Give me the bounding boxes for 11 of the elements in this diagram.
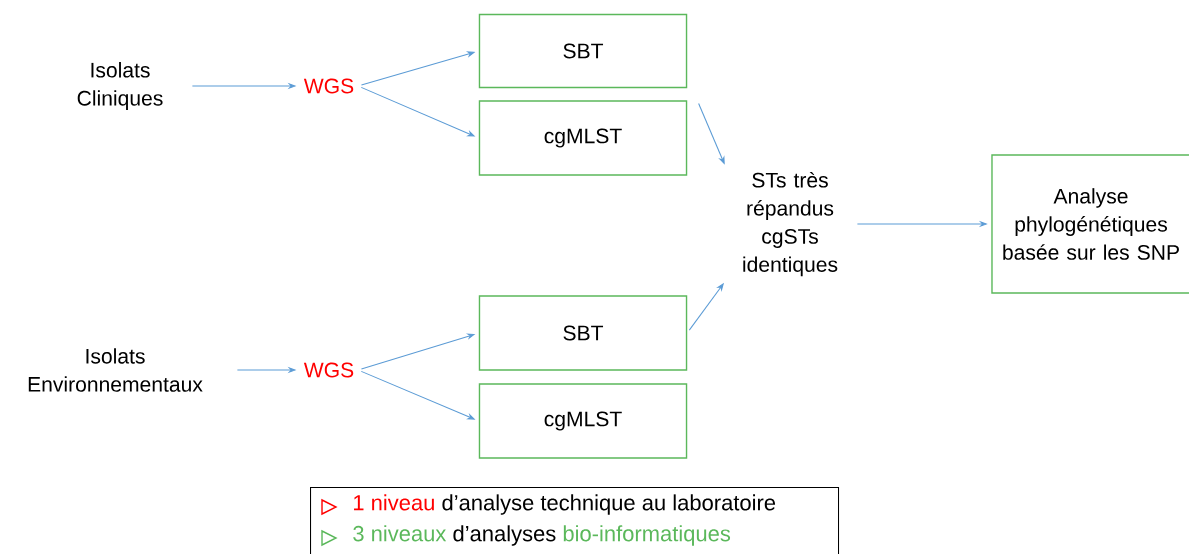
- result-label: STs très répandus cgSTs identiques: [743, 171, 838, 277]
- method-box: Analyse phylogénétiques basée sur les SNP: [991, 154, 1189, 294]
- method-box: cgMLST: [478, 383, 688, 459]
- method-box: cgMLST: [478, 100, 688, 176]
- step-label: WGS: [303, 78, 354, 94]
- note-box: 1 niveau d’analyse technique au laboratoire 3 niveaux d’analyses bio-informatiques: [310, 487, 840, 554]
- sample-label: Isolats Cliniques: [77, 62, 163, 110]
- method-box: SBT: [478, 13, 688, 89]
- sample-label: Isolats Environnementaux: [28, 348, 203, 392]
- method-box: SBT: [478, 295, 688, 371]
- step-label: WGS: [303, 362, 354, 378]
